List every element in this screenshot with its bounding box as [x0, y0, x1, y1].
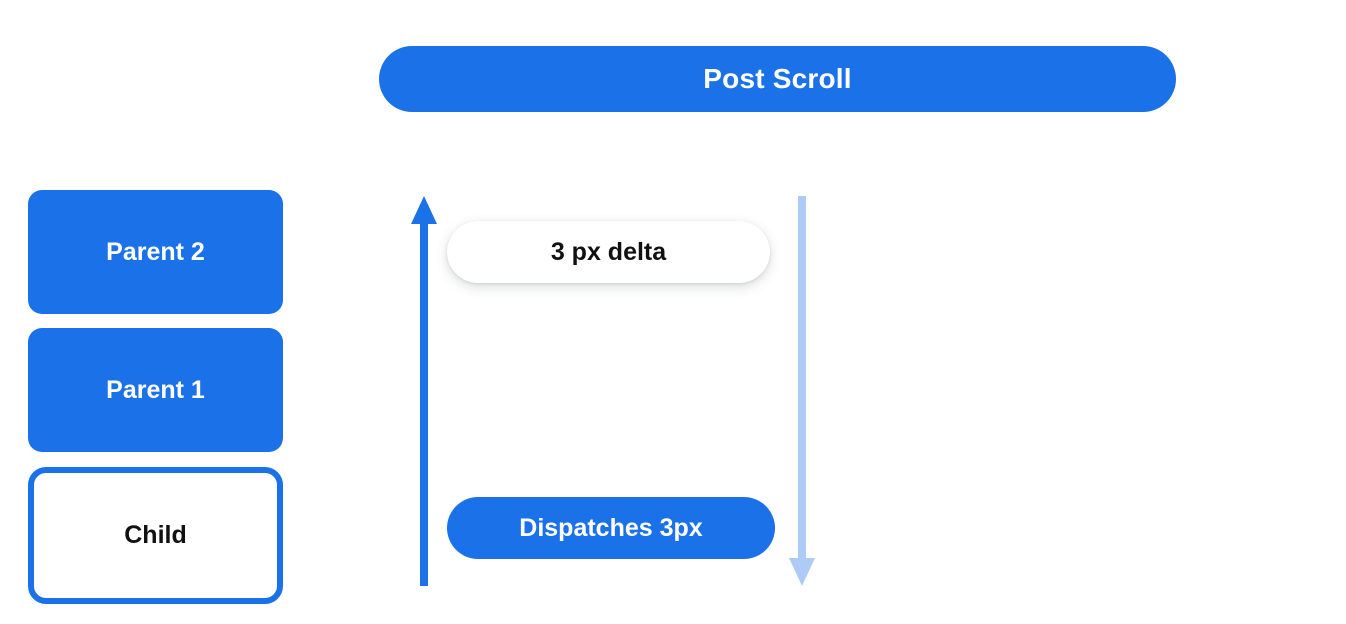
dispatch-pill: Dispatches 3px	[447, 497, 775, 559]
stack-node-label: Parent 2	[106, 237, 205, 266]
scroll-up-arrow	[411, 196, 437, 591]
stack-node-label: Child	[124, 521, 187, 549]
scroll-down-arrow-shaft	[798, 196, 806, 558]
stack-node-label: Parent 1	[106, 375, 205, 404]
scroll-down-arrow	[789, 196, 815, 591]
scroll-down-arrow-head	[789, 558, 815, 586]
stack-gap	[28, 452, 283, 467]
delta-pill: 3 px delta	[447, 221, 770, 283]
stack-gap	[28, 314, 283, 328]
dispatch-pill-label: Dispatches 3px	[519, 513, 703, 542]
stack-node-parent-1[interactable]: Parent 1	[28, 328, 283, 452]
scroll-up-arrow-shaft	[420, 222, 428, 586]
scroll-up-arrow-head	[411, 196, 437, 224]
stack-node-parent-2[interactable]: Parent 2	[28, 190, 283, 314]
delta-pill-label: 3 px delta	[550, 237, 667, 266]
stack-node-child[interactable]: Child	[28, 467, 283, 604]
page-title: Post Scroll	[703, 63, 852, 94]
node-stack: Parent 2 Parent 1 Child	[28, 190, 283, 604]
post-scroll-header: Post Scroll	[379, 46, 1176, 112]
